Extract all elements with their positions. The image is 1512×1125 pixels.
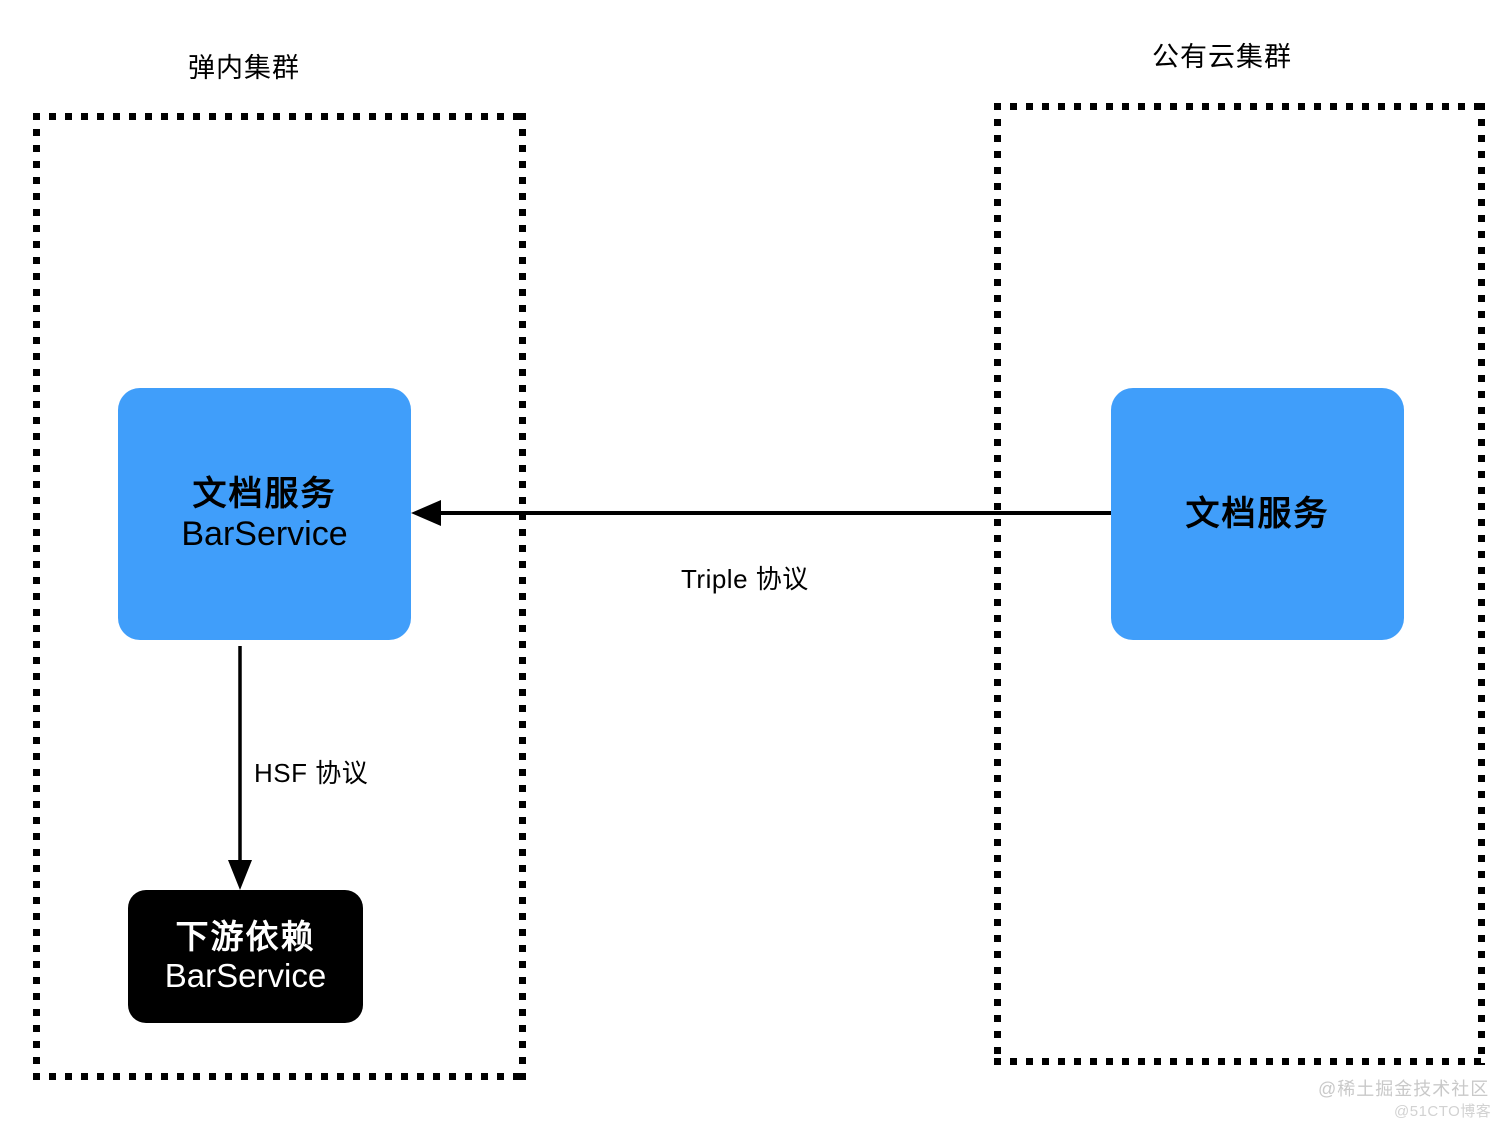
- cluster-border-left: [994, 103, 1001, 1065]
- cluster-title-public-cloud: 公有云集群: [1152, 42, 1292, 72]
- cluster-border-right: [519, 113, 526, 1080]
- cluster-boundary-internal: [33, 113, 526, 1080]
- cluster-border-bottom: [33, 1073, 526, 1080]
- watermark-51cto: @51CTO博客: [1394, 1103, 1492, 1120]
- node-label-en: BarService: [164, 956, 327, 994]
- watermark-juejin: @稀土掘金技术社区: [1318, 1079, 1490, 1099]
- connector-label-hsf-protocol: HSF 协议: [254, 758, 369, 788]
- node-downstream-dependency[interactable]: 下游依赖 BarService: [128, 890, 363, 1023]
- node-label-cn: 文档服务: [192, 474, 337, 513]
- node-label-cn: 下游依赖: [175, 917, 316, 955]
- node-doc-service-cloud[interactable]: 文档服务: [1111, 388, 1404, 640]
- node-doc-service-internal[interactable]: 文档服务 BarService: [118, 388, 411, 640]
- cluster-boundary-public-cloud: [994, 103, 1485, 1065]
- cluster-border-left: [33, 113, 40, 1080]
- cluster-title-internal: 弹内集群: [188, 53, 300, 83]
- node-label-en: BarService: [181, 515, 348, 553]
- cluster-border-top: [994, 103, 1485, 110]
- cluster-border-top: [33, 113, 526, 120]
- connector-label-triple-protocol: Triple 协议: [681, 564, 809, 594]
- node-label-cn: 文档服务: [1185, 494, 1330, 533]
- cluster-border-right: [1478, 103, 1485, 1065]
- cluster-border-bottom: [994, 1058, 1485, 1065]
